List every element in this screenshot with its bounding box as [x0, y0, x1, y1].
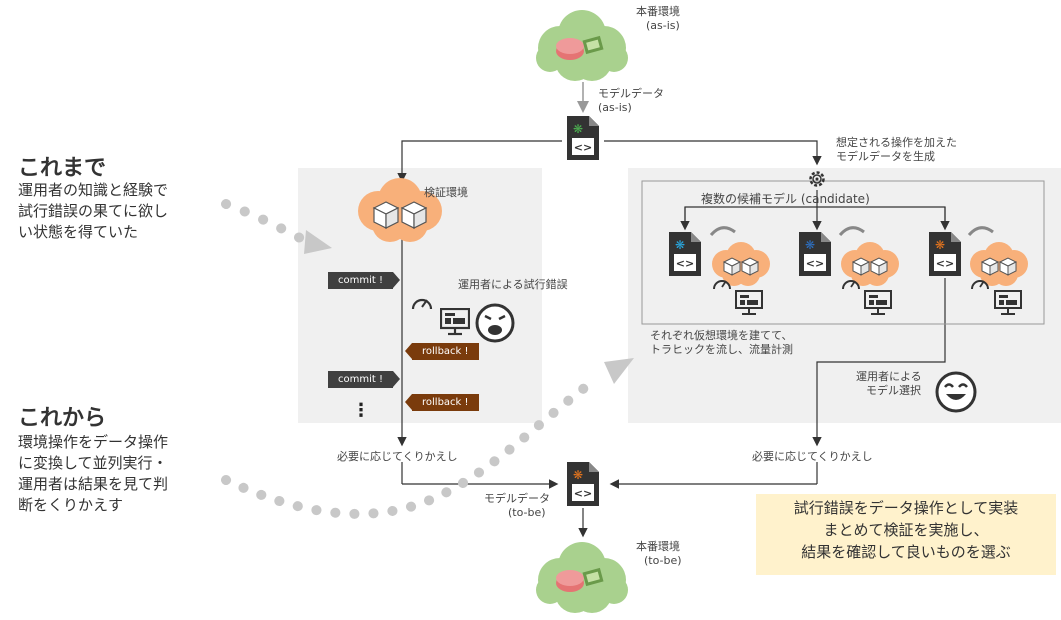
prod-bottom-sub: (to-be)	[644, 554, 682, 567]
summary-line-2: まとめて検証を実施し、	[823, 521, 989, 539]
right-line-3: 運用者は結果を見て判	[18, 475, 169, 493]
sad-face-icon	[475, 303, 515, 343]
left-line-3: い状態を得ていた	[18, 223, 139, 241]
candidate-cloud-icon	[841, 242, 899, 286]
summary-line-3: 結果を確認して良いものを選ぶ	[801, 543, 1011, 561]
assumed-ops-line2: モデルデータを生成	[836, 150, 935, 163]
gauge-icon	[713, 280, 731, 290]
svg-text:❋: ❋	[805, 238, 815, 252]
monitor-icon	[735, 290, 763, 315]
candidate-cloud-icon	[970, 242, 1028, 286]
right-line-4: 断をくりかえす	[18, 496, 124, 514]
rollback-tag-1: rollback !	[405, 343, 479, 360]
commit-tag-1: commit !	[328, 272, 400, 289]
monitor-icon	[864, 290, 892, 315]
model-data-bottom-title: モデルデータ	[484, 492, 550, 505]
svg-text:<>: <>	[574, 487, 592, 500]
left-heading: これまで	[18, 156, 107, 181]
virtual-env-line1: それぞれ仮想環境を建てて、	[650, 329, 793, 342]
rollback-tag-2: rollback !	[405, 394, 479, 411]
smile-face-icon	[935, 371, 977, 413]
selection-label-line1: 運用者による	[856, 370, 922, 383]
svg-text:❋: ❋	[573, 122, 583, 136]
repeat-label-left: 必要に応じてくりかえし	[337, 450, 458, 463]
candidates-title: 複数の候補モデル (candidate)	[701, 192, 870, 206]
gauge-icon	[842, 280, 860, 290]
right-heading: これから	[18, 406, 107, 431]
model-file-icon[interactable]: <> ❋	[797, 230, 833, 278]
model-file-icon[interactable]: <> ❋	[667, 230, 703, 278]
svg-text:<>: <>	[676, 257, 694, 270]
summary-note: 試行錯誤をデータ操作として実装 まとめて検証を実施し、 結果を確認して良いものを…	[756, 494, 1056, 575]
model-file-icon[interactable]: <> ❋	[927, 230, 963, 278]
left-line-2: 試行錯誤の果てに欲し	[18, 202, 169, 220]
summary-line-1: 試行錯誤をデータ操作として実装	[793, 499, 1019, 517]
verification-cloud-icon	[358, 178, 442, 242]
assumed-ops-line1: 想定される操作を加えた	[836, 136, 957, 149]
right-line-2: に変換して並列実行・	[18, 454, 168, 472]
prod-top-sub: (as-is)	[646, 19, 680, 32]
svg-text:<>: <>	[574, 141, 592, 154]
svg-text:❋: ❋	[675, 238, 685, 252]
gear-icon[interactable]	[807, 169, 827, 189]
model-file-icon[interactable]: <> ❋	[565, 114, 601, 162]
commit-tag-2: commit !	[328, 371, 400, 388]
gauge-icon	[971, 280, 989, 290]
svg-text:<>: <>	[936, 257, 954, 270]
svg-text:❋: ❋	[935, 238, 945, 252]
cloud-production-icon	[536, 10, 628, 81]
monitor-icon	[440, 308, 470, 336]
model-data-top-sub: (as-is)	[598, 101, 632, 114]
verification-ellipsis: ⋮	[352, 400, 370, 421]
virtual-env-line2: トラヒックを流し、流量計測	[650, 343, 793, 356]
gauge-icon	[411, 298, 433, 310]
left-line-1: 運用者の知識と経験で	[18, 181, 169, 199]
right-line-1: 環境操作をデータ操作	[18, 433, 169, 451]
model-data-top-title: モデルデータ	[598, 87, 664, 100]
svg-text:<>: <>	[806, 257, 824, 270]
selection-label-line2: モデル選択	[866, 384, 921, 397]
candidate-cloud-icon	[712, 242, 770, 286]
repeat-label-right: 必要に応じてくりかえし	[752, 450, 873, 463]
cloud-production-icon	[536, 542, 628, 613]
verification-env-label: 検証環境	[424, 186, 468, 199]
model-file-icon[interactable]: <> ❋	[565, 460, 601, 508]
svg-text:❋: ❋	[573, 468, 583, 482]
monitor-icon	[994, 290, 1022, 315]
prod-top-title: 本番環境	[636, 5, 680, 18]
model-data-bottom-sub: (to-be)	[508, 506, 546, 519]
prod-bottom-title: 本番環境	[636, 540, 680, 553]
trial-label: 運用者による試行錯誤	[458, 278, 568, 291]
candidate-area-panel	[628, 168, 1061, 423]
